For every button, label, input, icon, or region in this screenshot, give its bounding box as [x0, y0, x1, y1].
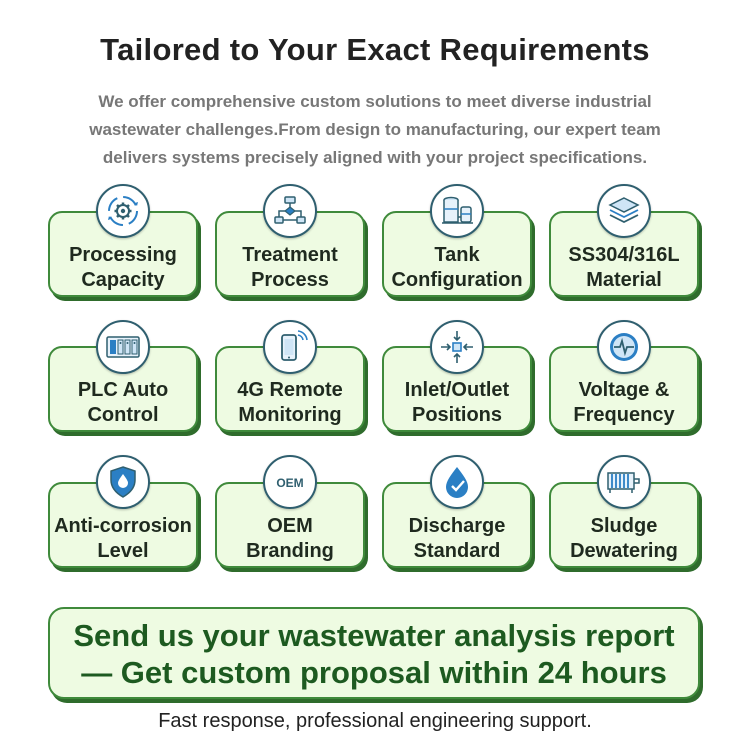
card-label-line: Tank [434, 244, 480, 266]
oem-icon: OEM [263, 455, 317, 509]
card-label-line: Material [586, 269, 662, 291]
card-label-line: Frequency [573, 404, 675, 426]
drop-check-icon [430, 455, 484, 509]
card-label-line: Process [251, 269, 329, 291]
card-label: SS304/316L Material [551, 243, 697, 293]
shield-drop-icon [96, 455, 150, 509]
card-label-line: SS304/316L [568, 244, 680, 266]
phone-signal-icon [263, 320, 317, 374]
card-label-line: Control [87, 404, 159, 426]
intro-line: wastewater challenges.From design to man… [89, 120, 661, 139]
cta-text: Send us your wastewater analysis report … [50, 617, 698, 691]
intro-paragraph: We offer comprehensive custom solutions … [40, 88, 710, 172]
card-label: Voltage & Frequency [551, 378, 697, 428]
card-label-line: Dewatering [570, 540, 678, 562]
intro-line: delivers systems precisely aligned with … [102, 148, 648, 167]
card-label: Processing Capacity [50, 243, 196, 293]
card-label: Discharge Standard [384, 514, 530, 564]
card-label-line: Treatment [242, 244, 338, 266]
card-label: Anti-corrosion Level [50, 514, 196, 564]
waveform-icon [597, 320, 651, 374]
card-label-line: Standard [413, 540, 501, 562]
cta-banner: Send us your wastewater analysis report … [48, 607, 700, 699]
filter-press-icon [597, 455, 651, 509]
card-label: Inlet/Outlet Positions [384, 378, 530, 428]
card-label-line: Level [97, 540, 149, 562]
tanks-icon [430, 184, 484, 238]
footer-tagline: Fast response, professional engineering … [158, 710, 592, 732]
card-label-line: Discharge [408, 515, 506, 537]
card-label-line: Positions [411, 404, 502, 426]
card-label-line: 4G Remote [237, 379, 343, 401]
card-label-line: PLC Auto [77, 379, 169, 401]
card-label-line: Branding [246, 540, 334, 562]
card-label-line: Processing [69, 244, 177, 266]
intro-line: We offer comprehensive custom solutions … [98, 92, 652, 111]
card-label-line: Capacity [81, 269, 165, 291]
gear-cycle-icon [96, 184, 150, 238]
flowchart-icon [263, 184, 317, 238]
layers-icon [597, 184, 651, 238]
card-label: OEM Branding [217, 514, 363, 564]
card-label: Tank Configuration [384, 243, 530, 293]
card-label-line: Monitoring [238, 404, 342, 426]
card-label-line: Configuration [391, 269, 523, 291]
cta-line: Send us your wastewater analysis report [73, 618, 675, 653]
card-label-line: Voltage & [578, 379, 670, 401]
card-label: 4G Remote Monitoring [217, 378, 363, 428]
card-label-line: Anti-corrosion [54, 515, 192, 537]
card-label-line: Inlet/Outlet [404, 379, 510, 401]
inlet-outlet-arrows-icon [430, 320, 484, 374]
card-label: Treatment Process [217, 243, 363, 293]
card-label: PLC Auto Control [50, 378, 196, 428]
card-label-line: Sludge [590, 515, 658, 537]
card-plc-auto-control: PLC Auto Control [48, 346, 198, 432]
oem-icon-text: OEM [276, 476, 303, 490]
cta-line: — Get custom proposal within 24 hours [81, 655, 667, 690]
card-label-line: OEM [267, 515, 313, 537]
card-voltage-frequency: Voltage & Frequency [549, 346, 699, 432]
plc-cabinet-icon [96, 320, 150, 374]
page-title: Tailored to Your Exact Requirements [100, 32, 650, 67]
card-label: Sludge Dewatering [551, 514, 697, 564]
card-anti-corrosion-level: Anti-corrosion Level [48, 482, 198, 568]
